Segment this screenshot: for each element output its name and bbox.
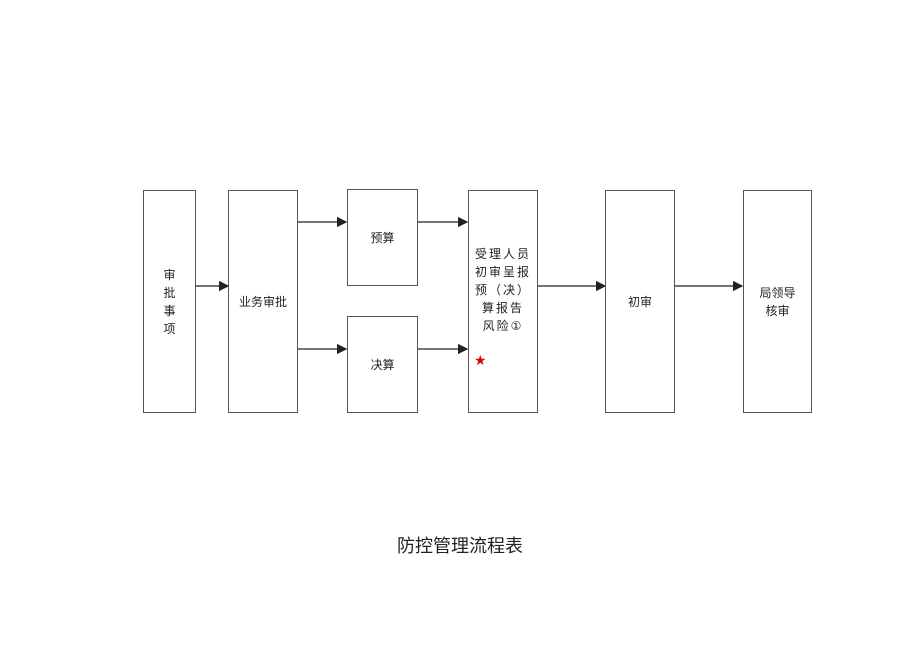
- box-approval-item-char: 事: [163, 303, 176, 318]
- box-bureau-leader-line: 局领导: [759, 285, 796, 300]
- box-reviewer-line: 受理人员: [474, 246, 531, 261]
- box-reviewer-line: 算报告: [481, 300, 524, 315]
- box-business-approval: 业务审批: [228, 190, 298, 413]
- box-budget: 预算: [347, 189, 418, 286]
- box-reviewer-line: 预（决）: [474, 282, 531, 297]
- box-reviewer-line: 初审呈报: [474, 264, 531, 279]
- box-approval-item-char: 项: [163, 321, 176, 336]
- box-approval-item-char: 审: [163, 267, 176, 282]
- box-final-accounts: 决算: [347, 316, 418, 413]
- box-bureau-leader: 局领导 核审: [743, 190, 812, 413]
- diagram-caption: 防控管理流程表: [397, 536, 523, 557]
- box-reviewer-line: 风险①: [482, 318, 524, 333]
- box-bureau-leader-line: 核审: [765, 303, 790, 318]
- risk-star-icon: ★: [474, 353, 487, 369]
- box-business-approval-label: 业务审批: [238, 294, 287, 309]
- box-reviewer: 受理人员 初审呈报 预（决） 算报告 风险①: [468, 190, 538, 413]
- box-final-accounts-label: 决算: [370, 357, 395, 372]
- box-initial-review: 初审: [605, 190, 675, 413]
- box-approval-item-char: 批: [163, 285, 176, 300]
- box-budget-label: 预算: [370, 230, 395, 245]
- box-initial-review-label: 初审: [627, 294, 652, 309]
- box-approval-item: 审 批 事 项: [143, 190, 196, 413]
